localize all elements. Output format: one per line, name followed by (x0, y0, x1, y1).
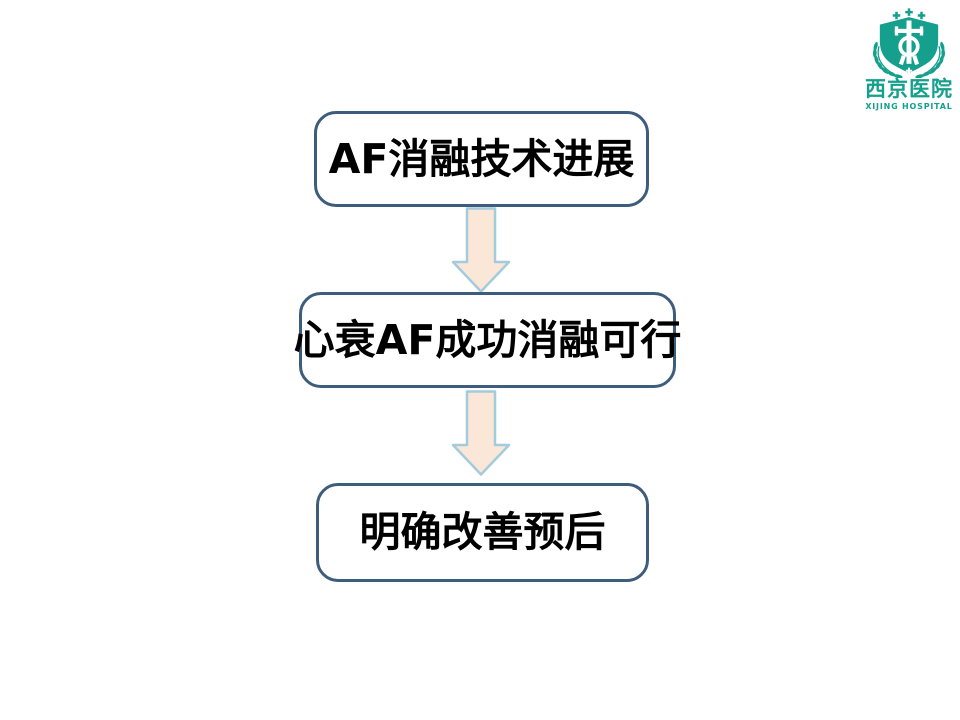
hospital-name-en: XIJING HOSPITAL (865, 102, 953, 112)
flow-box-improve-prognosis: 明确改善预后 (316, 483, 649, 582)
down-arrow-icon (451, 207, 511, 293)
flow-box-label: AF消融技术进展 (328, 134, 635, 183)
flow-box-af-ablation-progress: AF消融技术进展 (314, 111, 649, 207)
flow-box-label: 心衰AF成功消融可行 (293, 315, 682, 364)
flow-box-label: 明确改善预后 (359, 508, 606, 556)
hospital-logo: 西京医院 XIJING HOSPITAL (858, 8, 960, 111)
hospital-name-cn: 西京医院 (865, 77, 953, 101)
hospital-emblem-icon (872, 8, 946, 78)
down-arrow-icon (451, 390, 511, 476)
flow-box-hf-af-ablation-feasible: 心衰AF成功消融可行 (294, 292, 681, 388)
